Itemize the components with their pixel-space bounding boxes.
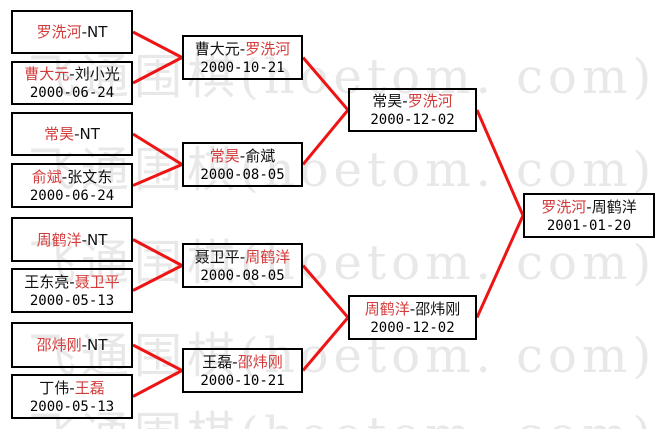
match-players: 常昊-俞斌: [210, 146, 275, 166]
match-players: 罗洗河-NT: [37, 22, 108, 42]
match-players: 周鹤洋-NT: [37, 230, 108, 250]
match-players: 周鹤洋-邵炜刚: [365, 299, 460, 319]
player-name-post: -NT: [81, 230, 108, 249]
connector-line: [301, 56, 350, 111]
winner-name: 罗洗河: [407, 92, 453, 110]
match-box-semifinal-1: 常昊-罗洗河 2000-12-02: [348, 88, 477, 132]
winner-name: 邵炜刚: [36, 336, 82, 354]
match-players: 常昊-NT: [44, 124, 100, 144]
connector-line: [301, 109, 350, 166]
player-name-post: -NT: [81, 336, 108, 354]
match-players: 曹大元-罗洗河: [195, 39, 290, 59]
winner-name: 曹大元: [24, 65, 70, 83]
winner-name: 邵炜刚: [237, 352, 283, 371]
match-date: 2000-05-13: [29, 292, 115, 309]
match-box-round2-3: 聂卫平-周鹤洋 2000-08-05: [182, 243, 303, 288]
match-players: 曹大元-刘小光: [24, 64, 119, 84]
player-name-post: -NT: [81, 23, 108, 41]
player-name-post: -刘小光: [69, 65, 120, 83]
match-box-round1-5: 周鹤洋-NT: [11, 217, 133, 262]
winner-name: 常昊: [44, 125, 75, 143]
match-box-round2-4: 王磊-邵炜刚 2000-10-21: [182, 348, 303, 393]
match-date: 2000-12-02: [370, 319, 455, 336]
match-box-round1-7: 邵炜刚-NT: [11, 322, 133, 368]
match-box-round1-6: 王东亮-聂卫平 2000-05-13: [11, 268, 133, 313]
player-name-pre: 常昊-: [372, 92, 408, 110]
connector-line: [132, 132, 183, 166]
match-players: 王磊-邵炜刚: [202, 352, 282, 372]
connector-line: [475, 109, 525, 217]
match-players: 丁伟-王磊: [39, 378, 104, 398]
connector-line: [132, 369, 183, 398]
match-box-semifinal-2: 周鹤洋-邵炜刚 2000-12-02: [348, 295, 477, 340]
winner-name: 周鹤洋: [364, 299, 410, 318]
winner-name: 周鹤洋: [245, 247, 291, 266]
player-name-post: -俞斌: [239, 146, 276, 165]
match-box-round2-2: 常昊-俞斌 2000-08-05: [182, 142, 303, 187]
match-date: 2000-10-21: [200, 59, 285, 76]
player-name-pre: 王磊-: [202, 352, 238, 371]
match-players: 俞斌-张文东: [32, 167, 112, 187]
winner-name: 罗洗河: [541, 197, 587, 216]
winner-name: 罗洗河: [245, 39, 291, 58]
connector-line: [301, 316, 350, 372]
connector-line: [132, 264, 183, 292]
player-name-pre: 曹大元-: [194, 39, 246, 58]
connector-line: [301, 264, 350, 319]
match-box-round1-8: 丁伟-王磊 2000-05-13: [11, 374, 133, 419]
connector-line: [475, 214, 525, 319]
winner-name: 俞斌: [31, 167, 62, 186]
match-box-round1-2: 曹大元-刘小光 2000-06-24: [11, 61, 133, 105]
winner-name: 王磊: [74, 378, 105, 397]
match-players: 聂卫平-周鹤洋: [195, 247, 290, 267]
connector-line: [132, 30, 183, 59]
match-players: 邵炜刚-NT: [37, 335, 108, 355]
match-date: 2000-05-13: [29, 398, 115, 415]
match-date: 2001-01-20: [546, 217, 632, 234]
match-box-round1-4: 俞斌-张文东 2000-06-24: [11, 163, 133, 208]
winner-name: 常昊: [209, 146, 240, 165]
match-players: 罗洗河-周鹤洋: [541, 197, 636, 217]
winner-name: 聂卫平: [74, 272, 120, 291]
winner-name: 周鹤洋: [36, 230, 82, 249]
player-name-pre: 聂卫平-: [194, 247, 246, 266]
match-box-round1-1: 罗洗河-NT: [11, 10, 133, 54]
player-name-post: -邵炜刚: [409, 299, 461, 318]
match-date: 2000-08-05: [200, 166, 285, 183]
connector-line: [132, 163, 183, 187]
player-name-pre: 丁伟-: [39, 378, 75, 397]
connector-line: [132, 238, 183, 267]
connector-line: [132, 56, 183, 85]
winner-name: 罗洗河: [36, 23, 82, 41]
match-box-round2-1: 曹大元-罗洗河 2000-10-21: [182, 35, 303, 80]
match-date: 2000-08-05: [200, 267, 285, 284]
player-name-post: -NT: [74, 125, 100, 143]
match-date: 2000-06-24: [29, 85, 115, 101]
match-players: 常昊-罗洗河: [372, 91, 452, 111]
player-name-post: -张文东: [61, 167, 113, 186]
player-name-post: -周鹤洋: [586, 197, 637, 216]
match-players: 王东亮-聂卫平: [24, 272, 119, 292]
match-box-round1-3: 常昊-NT: [11, 112, 133, 156]
player-name-pre: 王东亮-: [24, 272, 75, 291]
match-box-final: 罗洗河-周鹤洋 2001-01-20: [523, 193, 655, 238]
match-date: 2000-06-24: [29, 187, 115, 204]
connector-line: [132, 343, 183, 372]
match-date: 2000-12-02: [370, 112, 455, 128]
match-date: 2000-10-21: [200, 372, 285, 389]
